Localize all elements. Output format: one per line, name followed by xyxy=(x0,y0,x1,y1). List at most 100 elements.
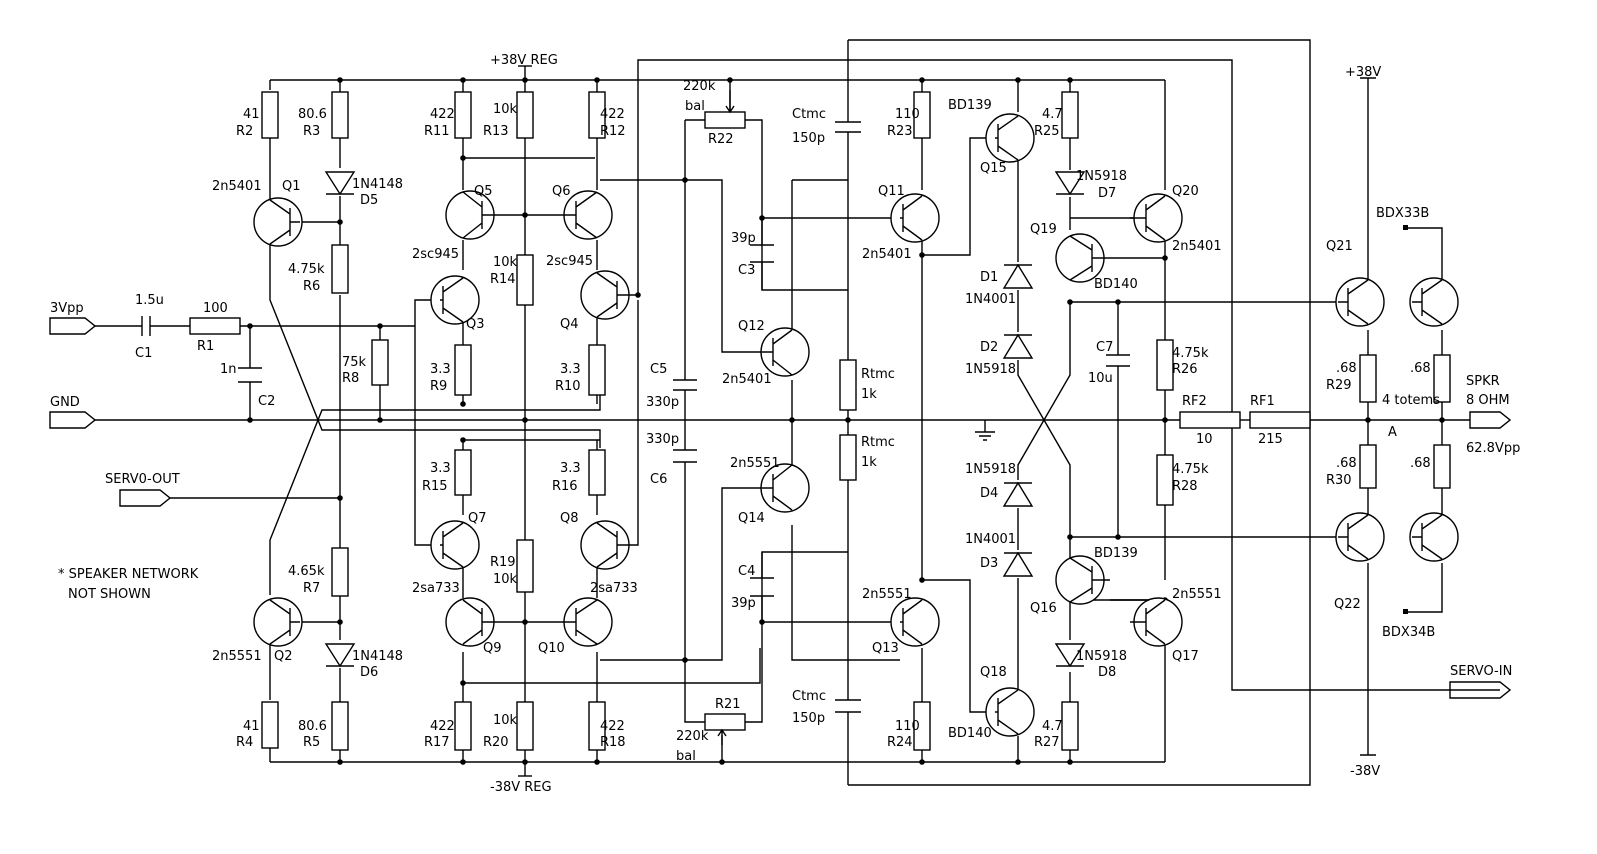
component-label: R26 xyxy=(1172,362,1198,377)
component-label: 10 xyxy=(1196,432,1213,447)
component-label: bal xyxy=(685,99,705,114)
component-label: 80.6 xyxy=(298,107,327,122)
component-label: C6 xyxy=(650,472,667,487)
component-label: R30 xyxy=(1326,473,1352,488)
resistor-r6 xyxy=(331,244,349,294)
component-label: 1N4001 xyxy=(965,532,1016,547)
resistor-r3 xyxy=(331,91,349,139)
transistor-q2 xyxy=(253,597,303,647)
component-label: 422 xyxy=(600,719,625,734)
transistor-q1 xyxy=(253,197,303,247)
transistor-q17 xyxy=(1130,597,1183,647)
node-a-label: A xyxy=(1388,425,1397,440)
component-label: 3.3 xyxy=(560,461,581,476)
component-label: RF1 xyxy=(1250,394,1275,409)
capacitor-c7 xyxy=(1106,354,1130,367)
diode-d5 xyxy=(324,171,356,196)
component-label: 3.3 xyxy=(560,362,581,377)
port-spkr-label: SPKR xyxy=(1466,374,1500,389)
transistor-q7 xyxy=(430,520,480,570)
resistor-r31 xyxy=(1433,354,1451,403)
component-label: 75k xyxy=(342,355,367,370)
transistor-q14 xyxy=(760,463,810,513)
component-label: 2sc945 xyxy=(412,247,459,262)
component-label: R15 xyxy=(422,479,448,494)
capacitor-c2 xyxy=(238,367,262,383)
component-label: 2n5551 xyxy=(212,649,262,664)
component-label: Q19 xyxy=(1030,222,1057,237)
component-label: Q9 xyxy=(483,641,502,656)
component-label: 220k xyxy=(676,729,709,744)
resistor-r17 xyxy=(454,701,472,751)
resistor-rf1 xyxy=(1249,411,1311,429)
component-label: 220k xyxy=(683,79,716,94)
component-label: Q13 xyxy=(872,641,899,656)
resistor-r13 xyxy=(516,91,534,139)
resistor-r11 xyxy=(454,91,472,139)
component-label: Q18 xyxy=(980,665,1007,680)
component-label: 330p xyxy=(646,395,679,410)
component-label: R8 xyxy=(342,371,359,386)
component-label: Ctmc xyxy=(792,689,826,704)
component-label: R25 xyxy=(1034,124,1060,139)
component-label: BDX34B xyxy=(1382,625,1435,640)
component-label: 2n5401 xyxy=(862,247,912,262)
resistor-r2 xyxy=(261,91,279,139)
port-flag-input xyxy=(49,317,97,335)
component-label: R7 xyxy=(303,581,320,596)
resistor-rtmc-2 xyxy=(839,434,857,481)
capacitor-c1 xyxy=(141,316,151,336)
component-label: 100 xyxy=(203,301,228,316)
component-label: 1N4001 xyxy=(965,292,1016,307)
component-label: 10k xyxy=(493,255,518,270)
component-label: D2 xyxy=(980,340,998,355)
transistor-q9 xyxy=(445,597,495,647)
resistor-r19 xyxy=(516,539,534,593)
component-label: R21 xyxy=(715,697,741,712)
component-label: 2n5551 xyxy=(862,587,912,602)
component-label: 3.3 xyxy=(430,362,451,377)
transistor-q6 xyxy=(560,190,613,240)
transistor-q5 xyxy=(445,190,495,240)
resistor-r27 xyxy=(1061,701,1079,751)
component-label: 10u xyxy=(1088,371,1113,386)
component-label: 2n5401 xyxy=(722,372,772,387)
component-label: 80.6 xyxy=(298,719,327,734)
component-label: Q12 xyxy=(738,319,765,334)
transistor-q8 xyxy=(580,520,630,570)
resistor-r24 xyxy=(913,701,931,751)
rail-pos-out: +38V xyxy=(1345,65,1381,80)
component-label: Q1 xyxy=(282,179,301,194)
component-label: 4.75k xyxy=(1172,462,1209,477)
resistor-r15 xyxy=(454,449,472,496)
component-label: 110 xyxy=(895,719,920,734)
capacitor-c5 xyxy=(673,379,697,391)
diode-d4 xyxy=(1002,481,1034,507)
junctions xyxy=(247,77,1445,765)
component-label: R16 xyxy=(552,479,578,494)
rail-pos-reg: +38V REG xyxy=(490,53,558,68)
component-label: 4.7 xyxy=(1042,107,1063,122)
component-label: Q10 xyxy=(538,641,565,656)
component-label: R4 xyxy=(236,735,253,750)
component-label: 39p xyxy=(731,596,756,611)
component-label: 1N5918 xyxy=(1076,169,1127,184)
transistor-q13 xyxy=(890,597,940,647)
component-label: C5 xyxy=(650,362,667,377)
diode-d3 xyxy=(1002,551,1034,577)
component-label: Q8 xyxy=(560,511,579,526)
component-label: 10k xyxy=(493,572,518,587)
component-label: .68 xyxy=(1410,456,1431,471)
resistor-r32 xyxy=(1433,444,1451,489)
component-label: R13 xyxy=(483,124,509,139)
component-label: 1N5918 xyxy=(965,362,1016,377)
port-flag-gnd xyxy=(49,411,97,429)
component-label: 4.7 xyxy=(1042,719,1063,734)
transistor-q22b xyxy=(1409,512,1459,562)
component-label: Ctmc xyxy=(792,107,826,122)
resistor-r18 xyxy=(588,701,606,751)
component-label: D5 xyxy=(360,193,378,208)
rail-neg-out: -38V xyxy=(1350,764,1380,779)
component-label: Q15 xyxy=(980,161,1007,176)
resistor-rf2 xyxy=(1179,411,1241,429)
